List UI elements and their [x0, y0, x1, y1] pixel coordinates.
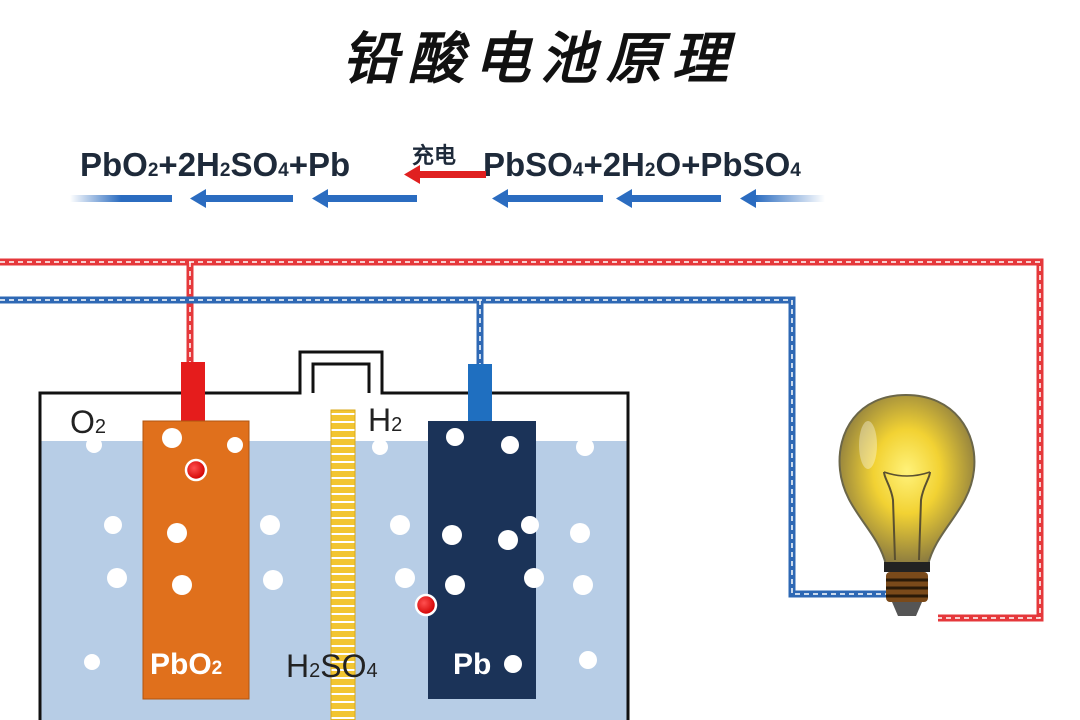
page-title: 铅酸电池原理: [342, 26, 738, 92]
negative-plate: [428, 421, 536, 699]
ion-dot-red: [184, 458, 208, 482]
negative-wire: [0, 296, 888, 598]
arrow-blue-6: [740, 189, 825, 208]
ion-dot-red: [414, 593, 438, 617]
hydrogen-label: H2: [368, 402, 403, 438]
positive-plate-label: PbO2: [150, 648, 223, 681]
charge-label: 充电: [412, 144, 457, 169]
arrow-blue-1: [70, 195, 172, 202]
arrow-red-charge: [404, 165, 486, 184]
arrow-blue-5: [616, 189, 721, 208]
arrow-blue-3: [312, 189, 417, 208]
separator-ladder: [330, 409, 356, 720]
light-bulb-icon: [838, 393, 976, 616]
bubbles: [84, 428, 597, 673]
negative-plate-label: Pb: [453, 648, 492, 681]
arrow-blue-2: [190, 189, 293, 208]
oxygen-label: O2: [70, 404, 107, 440]
electrolyte-label: H2SO4: [286, 648, 378, 684]
positive-wire: [0, 258, 1044, 622]
negative-terminal: [468, 364, 492, 422]
equation-left: PbO2+2H2SO4+Pb: [80, 146, 351, 183]
equation-arrows: [70, 165, 825, 208]
equation-right: PbSO4+2H2O+PbSO4: [483, 146, 801, 183]
arrow-blue-4: [492, 189, 603, 208]
positive-terminal: [181, 362, 205, 422]
